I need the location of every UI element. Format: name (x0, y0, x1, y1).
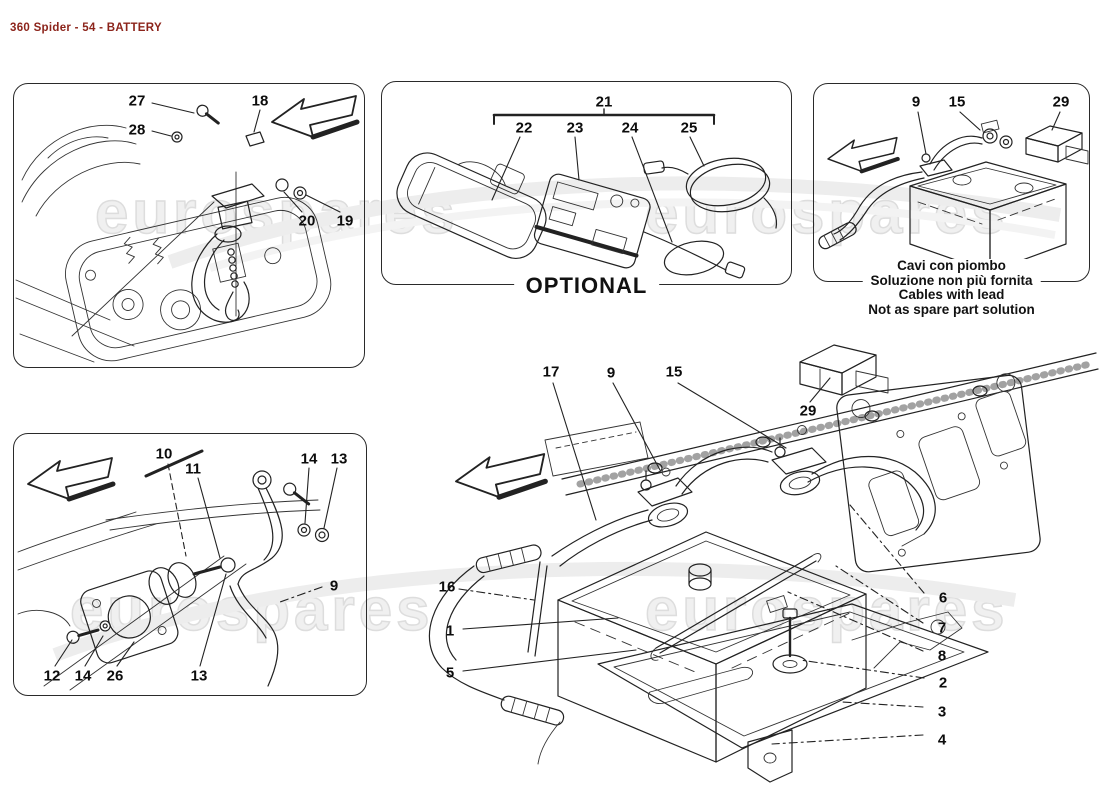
part-number-callout: 18 (251, 92, 269, 110)
group-bracket (492, 108, 716, 125)
part-number-callout: 4 (937, 731, 947, 749)
part-number-callout: 8 (937, 647, 947, 665)
stud-drawing (148, 557, 236, 605)
panel-ground-cable: 10 11 14 13 9 12 14 26 13 (13, 433, 367, 696)
battery-drawing (909, 161, 1067, 273)
part-number-callout: 12 (43, 667, 61, 685)
optional-kit-drawing (396, 108, 778, 279)
part-number-callout: 7 (937, 619, 947, 637)
part-number-callout: 6 (938, 589, 948, 607)
direction-arrow-icon (271, 95, 360, 140)
optional-caption: OPTIONAL (513, 273, 660, 299)
part-number-callout: 20 (298, 212, 316, 230)
part-number-callout: 13 (190, 667, 208, 685)
relay-drawing (1025, 125, 1089, 165)
ground-cable-drawing (17, 449, 338, 691)
part-number-callout: 11 (185, 460, 201, 478)
part-number-callout: 26 (106, 667, 124, 685)
part-number-callout: 14 (300, 450, 318, 468)
part-number-callout: 28 (128, 121, 146, 139)
part-number-callout: 1 (445, 622, 455, 640)
page-title: 360 Spider - 54 - BATTERY (10, 22, 162, 34)
part-number-callout: 9 (606, 364, 616, 382)
lead-cables-drawing (818, 111, 1089, 273)
part-number-callout: 10 (155, 445, 173, 463)
panel-optional-kit: 21 22 23 24 25 OPTIONAL (381, 81, 792, 299)
part-number-callout: 23 (566, 119, 584, 137)
engine-bay-drawing (15, 95, 360, 363)
coiled-cable-drawing (643, 157, 778, 229)
charger-drawing (533, 173, 651, 269)
part-number-callout: 9 (329, 577, 339, 595)
part-number-callout: 9 (911, 93, 921, 111)
part-number-callout: 5 (445, 664, 455, 682)
panel-engine-bay: 27 28 18 20 19 (13, 83, 365, 368)
cable-drawing (818, 119, 1013, 250)
part-number-callout: 2 (938, 674, 948, 692)
lead-cables-caption: Cavi con piombo Soluzione non più fornit… (862, 258, 1041, 317)
cable-drawing (229, 470, 330, 687)
caption-line: Soluzione non più fornita (862, 273, 1041, 288)
part-number-callout: 19 (336, 212, 354, 230)
part-number-callout: 21 (595, 93, 613, 111)
direction-arrow-icon (455, 453, 548, 500)
screw-drawing (66, 620, 111, 644)
part-number-callout: 25 (680, 119, 698, 137)
cable-drawing (643, 231, 746, 279)
caption-line: Not as spare part solution (862, 302, 1041, 317)
part-number-callout: 24 (621, 119, 639, 137)
part-number-callout: 29 (799, 402, 817, 420)
battery-tray-drawing (597, 603, 989, 783)
part-number-callout: 13 (330, 450, 348, 468)
part-number-callout: 15 (665, 363, 683, 381)
negative-clamp-drawing (771, 425, 936, 547)
part-number-callout: 17 (542, 363, 560, 381)
positive-clamp-drawing (551, 446, 773, 567)
part-number-callout: 14 (74, 667, 92, 685)
panel-plate-drawing (836, 373, 1041, 573)
part-number-callout: 27 (128, 92, 146, 110)
relay-drawing (799, 344, 889, 396)
battery-drawing (557, 531, 867, 763)
tie-rod-drawing (650, 553, 822, 661)
flange-drawing (80, 570, 179, 664)
leader-lines (458, 377, 925, 745)
rail-drawing (544, 352, 1099, 496)
part-number-callout: 16 (438, 578, 456, 596)
direction-arrow-icon (827, 136, 900, 174)
part-number-callout: 3 (937, 703, 947, 721)
part-number-callout: 22 (515, 119, 533, 137)
part-number-callout: 15 (948, 93, 966, 111)
cable-drawing (428, 544, 565, 765)
panel-lead-cables: 9 15 29 Cavi con piombo Soluzione non pi… (813, 83, 1090, 317)
caption-line: Cables with lead (862, 287, 1041, 303)
caption-line: Cavi con piombo (862, 258, 1041, 274)
direction-arrow-icon (27, 457, 116, 502)
bag-drawing (396, 152, 547, 259)
part-number-callout: 29 (1052, 93, 1070, 111)
